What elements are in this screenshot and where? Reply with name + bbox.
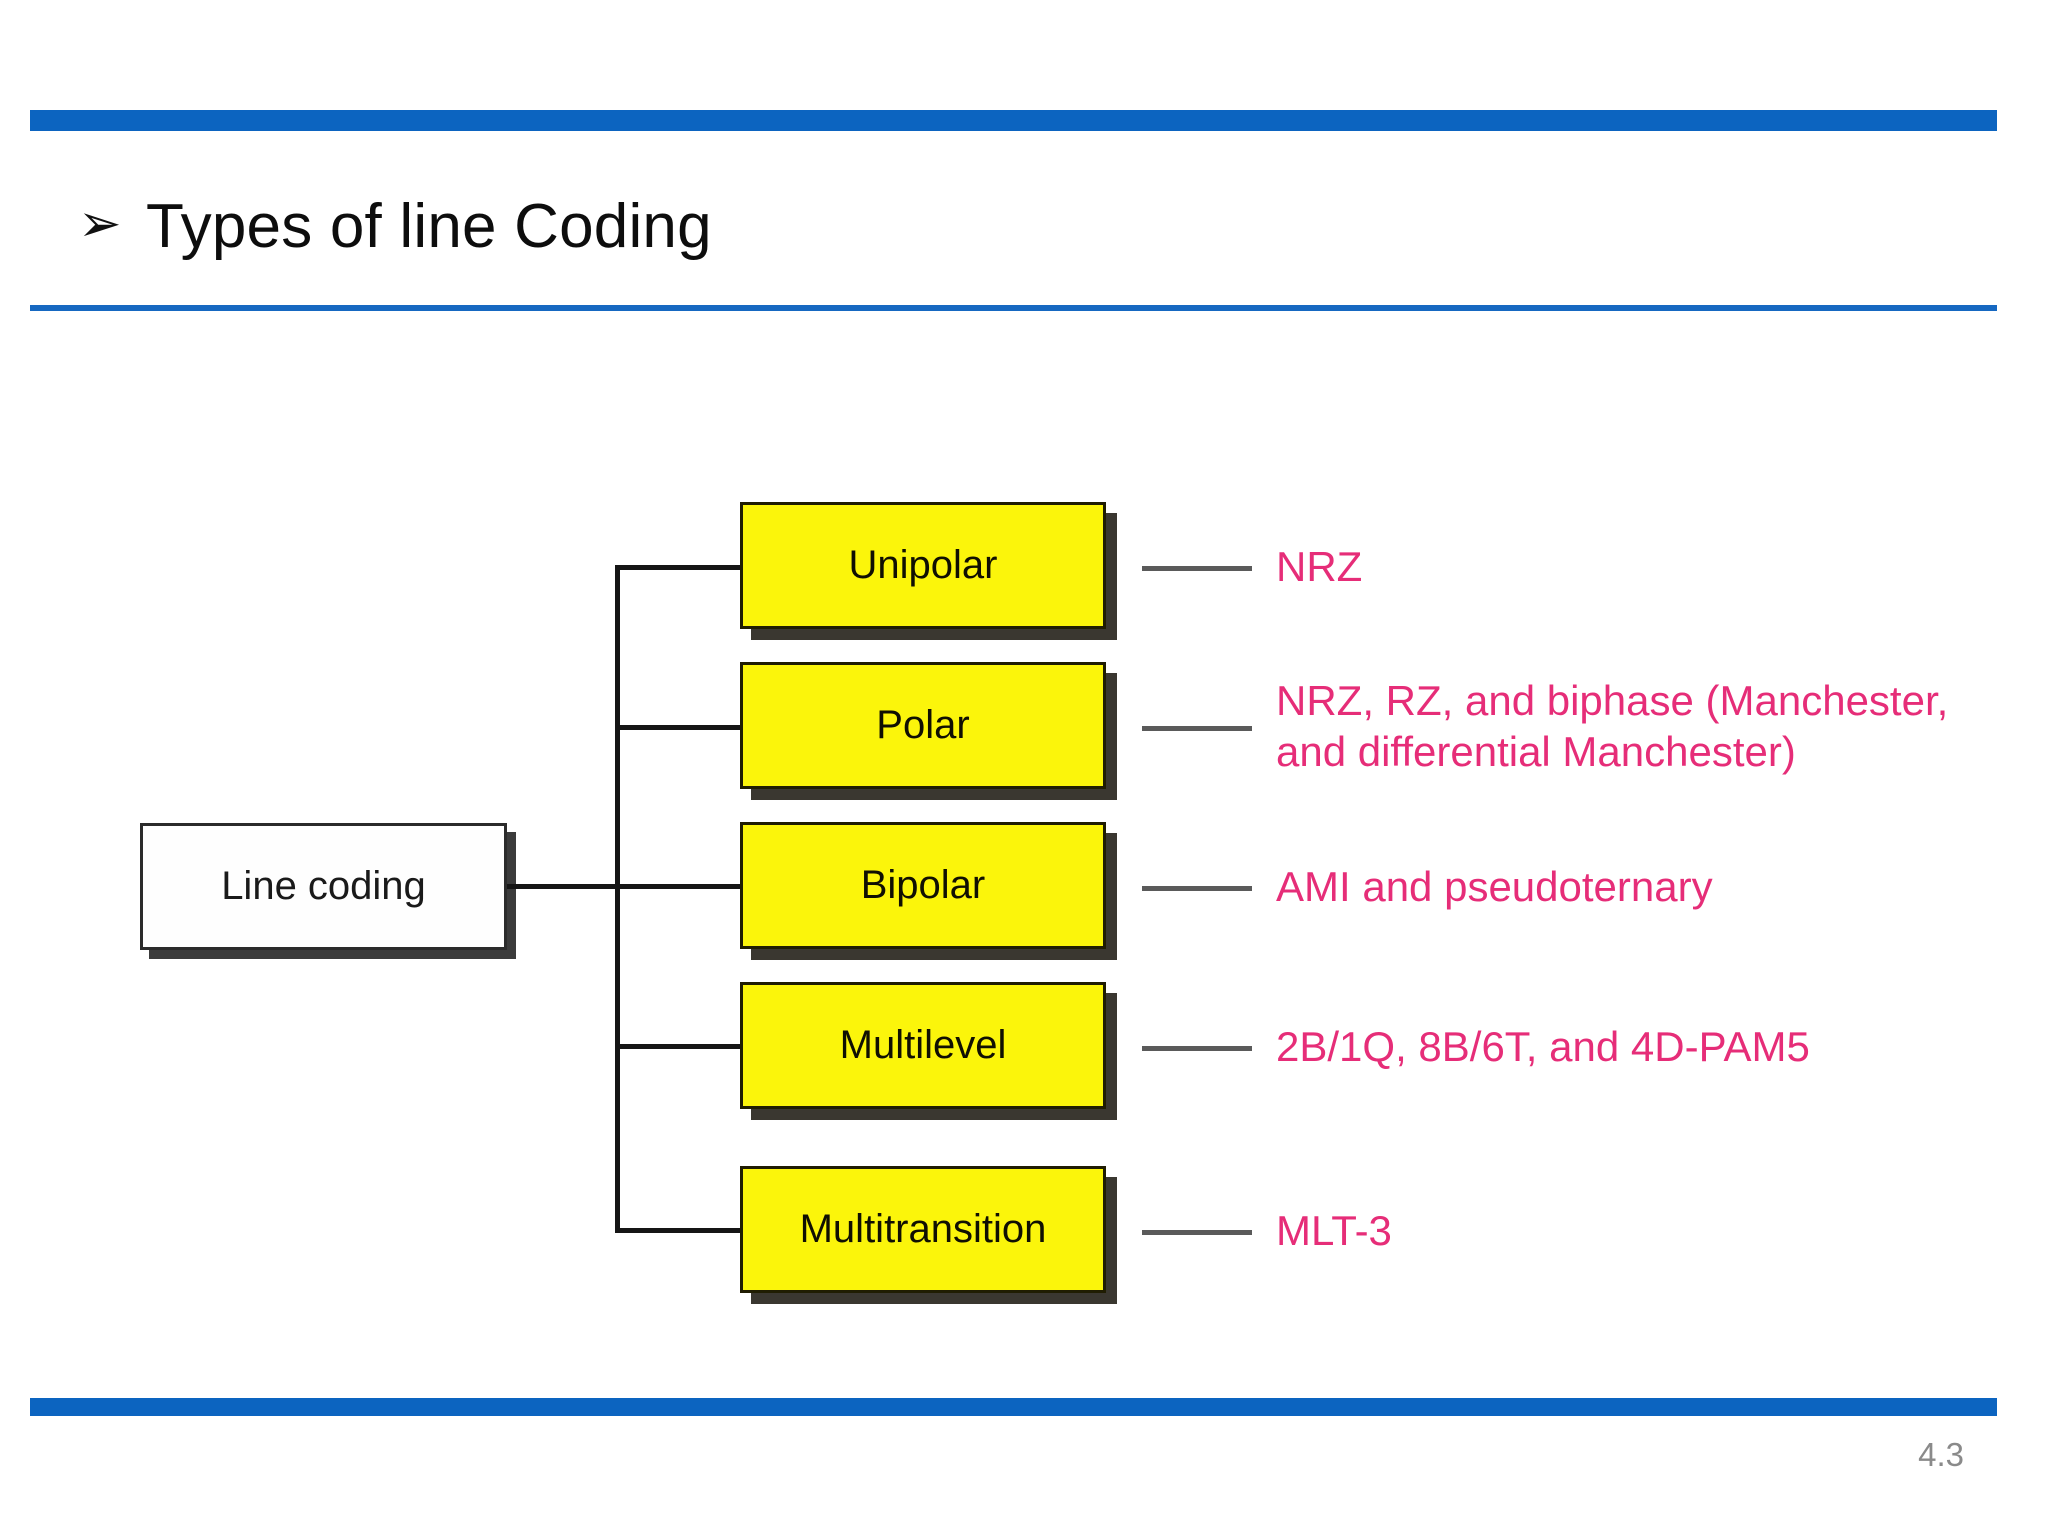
footer-accent-bar	[30, 1398, 1997, 1416]
diagram-leaf-multilevel: 2B/1Q, 8B/6T, and 4D-PAM5	[1276, 1023, 1810, 1070]
diagram-node-bipolar: Bipolar	[740, 822, 1106, 949]
diagram-node-multitransition: Multitransition	[740, 1166, 1106, 1293]
connector-trunk	[615, 565, 620, 1232]
connector-branch-multitransition	[615, 1228, 743, 1233]
diagram-leaf-bipolar: AMI and pseudoternary	[1276, 863, 1713, 910]
diagram-node-label: Bipolar	[860, 863, 986, 907]
connector-branch-polar	[615, 725, 743, 730]
diagram-root-node: Line coding	[140, 823, 507, 950]
diagram-root-label: Line coding	[221, 864, 426, 908]
title-divider-rule	[30, 305, 1997, 311]
diagram-leaf-unipolar: NRZ	[1276, 543, 1363, 590]
diagram-leaf-multitransition: MLT-3	[1276, 1207, 1392, 1254]
connector-leaf-multilevel	[1142, 1046, 1252, 1051]
diagram-node-unipolar: Unipolar	[740, 502, 1106, 629]
page-title-text: Types of line Coding	[146, 191, 712, 261]
page-number: 4.3	[1918, 1436, 1964, 1473]
diagram-node-polar: Polar	[740, 662, 1106, 789]
bullet-arrow-icon: ➢	[78, 195, 122, 253]
connector-branch-bipolar	[615, 884, 743, 889]
connector-leaf-unipolar	[1142, 566, 1252, 571]
connector-branch-multilevel	[615, 1044, 743, 1049]
diagram-node-label: Unipolar	[848, 543, 998, 587]
page-title: ➢ Types of line Coding	[78, 178, 1778, 274]
diagram-leaf-polar: NRZ, RZ, and biphase (Manchester, and di…	[1276, 677, 1949, 776]
connector-leaf-multitransition	[1142, 1230, 1252, 1235]
connector-root-stem	[507, 884, 620, 889]
connector-leaf-bipolar	[1142, 886, 1252, 891]
diagram-node-label: Polar	[876, 703, 970, 747]
diagram-node-label: Multilevel	[839, 1023, 1007, 1067]
connector-leaf-polar	[1142, 726, 1252, 731]
diagram-node-multilevel: Multilevel	[740, 982, 1106, 1109]
diagram-node-label: Multitransition	[799, 1207, 1047, 1251]
header-accent-bar	[30, 110, 1997, 131]
connector-branch-unipolar	[615, 565, 743, 570]
